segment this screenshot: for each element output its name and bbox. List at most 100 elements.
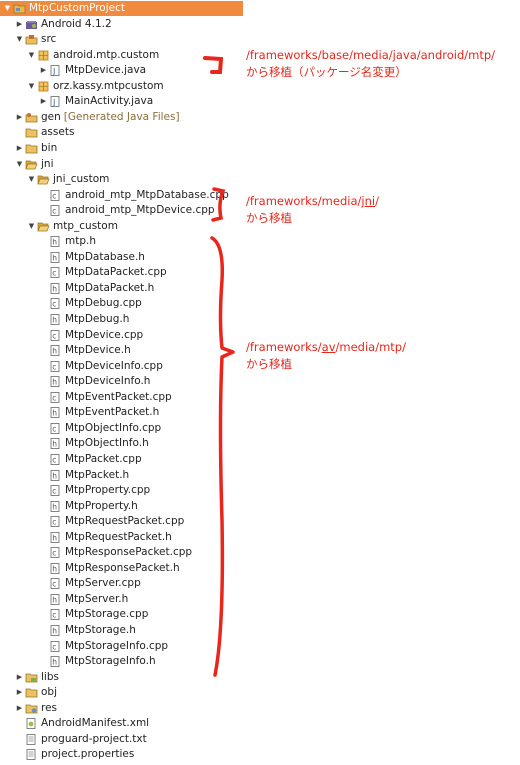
tree-item-label: MtpStorageInfo.cpp [65, 639, 169, 652]
annotation-note-3: /frameworks/av/media/mtp/ から移植 [246, 339, 406, 373]
tree-item[interactable]: ▶res [0, 701, 57, 716]
annotation-note-2: /frameworks/media/jni/ から移植 [246, 193, 379, 227]
annotation-note-2-line2: から移植 [246, 211, 292, 225]
tree-item[interactable]: project.properties [0, 747, 134, 762]
h-file-icon: h [49, 236, 62, 248]
svg-text:h: h [52, 471, 57, 480]
expand-open-arrow-icon[interactable]: ▼ [28, 175, 35, 184]
cpp-file-icon: c [49, 360, 62, 372]
cpp-file-icon: c [49, 454, 62, 465]
tree-item[interactable]: ▼android.mtp.custom [0, 48, 159, 63]
note-3-path-c: /media/mtp/ [335, 340, 406, 354]
folder-icon [25, 687, 38, 698]
svg-text:c: c [52, 393, 56, 402]
expand-closed-arrow-icon[interactable]: ▶ [40, 97, 47, 106]
tree-item-label: MtpStorage.h [65, 624, 136, 636]
cpp-file-icon: c [49, 205, 62, 217]
svg-text:h: h [52, 658, 57, 667]
tree-item[interactable]: ▶gen[Generated Java Files] [0, 110, 180, 125]
tree-item[interactable]: ▼jni [0, 157, 54, 172]
tree-item[interactable]: assets [0, 125, 74, 140]
expand-open-arrow-icon[interactable]: ▼ [16, 159, 23, 168]
expand-open-arrow-icon[interactable]: ▼ [28, 221, 35, 230]
annotation-note-2-line1: /frameworks/media/jni/ [246, 193, 379, 210]
svg-text:c: c [52, 518, 56, 527]
expand-closed-arrow-icon[interactable]: ▶ [16, 143, 23, 152]
svg-text:c: c [52, 207, 56, 216]
tree-item[interactable]: ▼orz.kassy.mtpcustom [0, 79, 164, 94]
svg-text:c: c [52, 191, 56, 200]
expand-open-arrow-icon[interactable]: ▼ [4, 4, 11, 12]
svg-text:h: h [52, 440, 57, 449]
expand-closed-arrow-icon[interactable]: ▶ [40, 66, 47, 75]
expand-open-arrow-icon[interactable]: ▼ [28, 81, 35, 90]
tree-item-label: MtpDeviceInfo.h [65, 375, 151, 388]
expand-closed-arrow-icon[interactable]: ▶ [16, 703, 23, 712]
expand-closed-arrow-icon[interactable]: ▶ [16, 112, 23, 121]
project-icon [13, 3, 26, 14]
tree-item[interactable]: proguard-project.txt [0, 732, 147, 747]
libs-folder-icon [25, 672, 38, 683]
h-file-icon: h [49, 469, 62, 481]
h-file-icon: h [49, 500, 62, 512]
tree-item[interactable]: AndroidManifest.xml [0, 716, 149, 731]
svg-text:c: c [52, 549, 56, 558]
folder-open-icon [25, 159, 38, 170]
tree-item-label: mtp_custom [53, 219, 118, 232]
tree-item-label: libs [41, 670, 59, 683]
tree-item[interactable]: ▼ mtp_custom [0, 219, 118, 234]
tree-item-label: MtpCustomProject [29, 2, 125, 14]
tree-item-label: project.properties [41, 748, 135, 761]
svg-text:h: h [52, 253, 57, 262]
tree-item[interactable]: ▶obj [0, 685, 57, 700]
expand-closed-arrow-icon[interactable]: ▶ [16, 672, 23, 681]
tree-item-label: MtpServer.cpp [65, 577, 141, 590]
expand-closed-arrow-icon[interactable]: ▶ [16, 688, 23, 697]
tree-item[interactable]: ▶Android 4.1.2 [0, 17, 112, 32]
tree-item[interactable]: ▶bin [0, 141, 57, 156]
svg-text:J: J [52, 98, 55, 107]
expand-closed-arrow-icon[interactable]: ▶ [16, 19, 23, 28]
tree-item[interactable]: ▼src [0, 32, 57, 47]
folder-icon [25, 143, 38, 154]
tree-item[interactable]: ▼ MtpCustomProject [0, 1, 243, 16]
tree-item-label: MtpDebug.cpp [65, 297, 142, 310]
tree-item[interactable]: ▶ libs [0, 670, 59, 685]
generated-files-tag: [Generated Java Files] [63, 110, 180, 123]
expand-open-arrow-icon[interactable]: ▼ [16, 35, 23, 44]
expand-open-arrow-icon[interactable]: ▼ [28, 50, 35, 59]
tree-item[interactable]: ▼jni_custom [0, 172, 110, 187]
